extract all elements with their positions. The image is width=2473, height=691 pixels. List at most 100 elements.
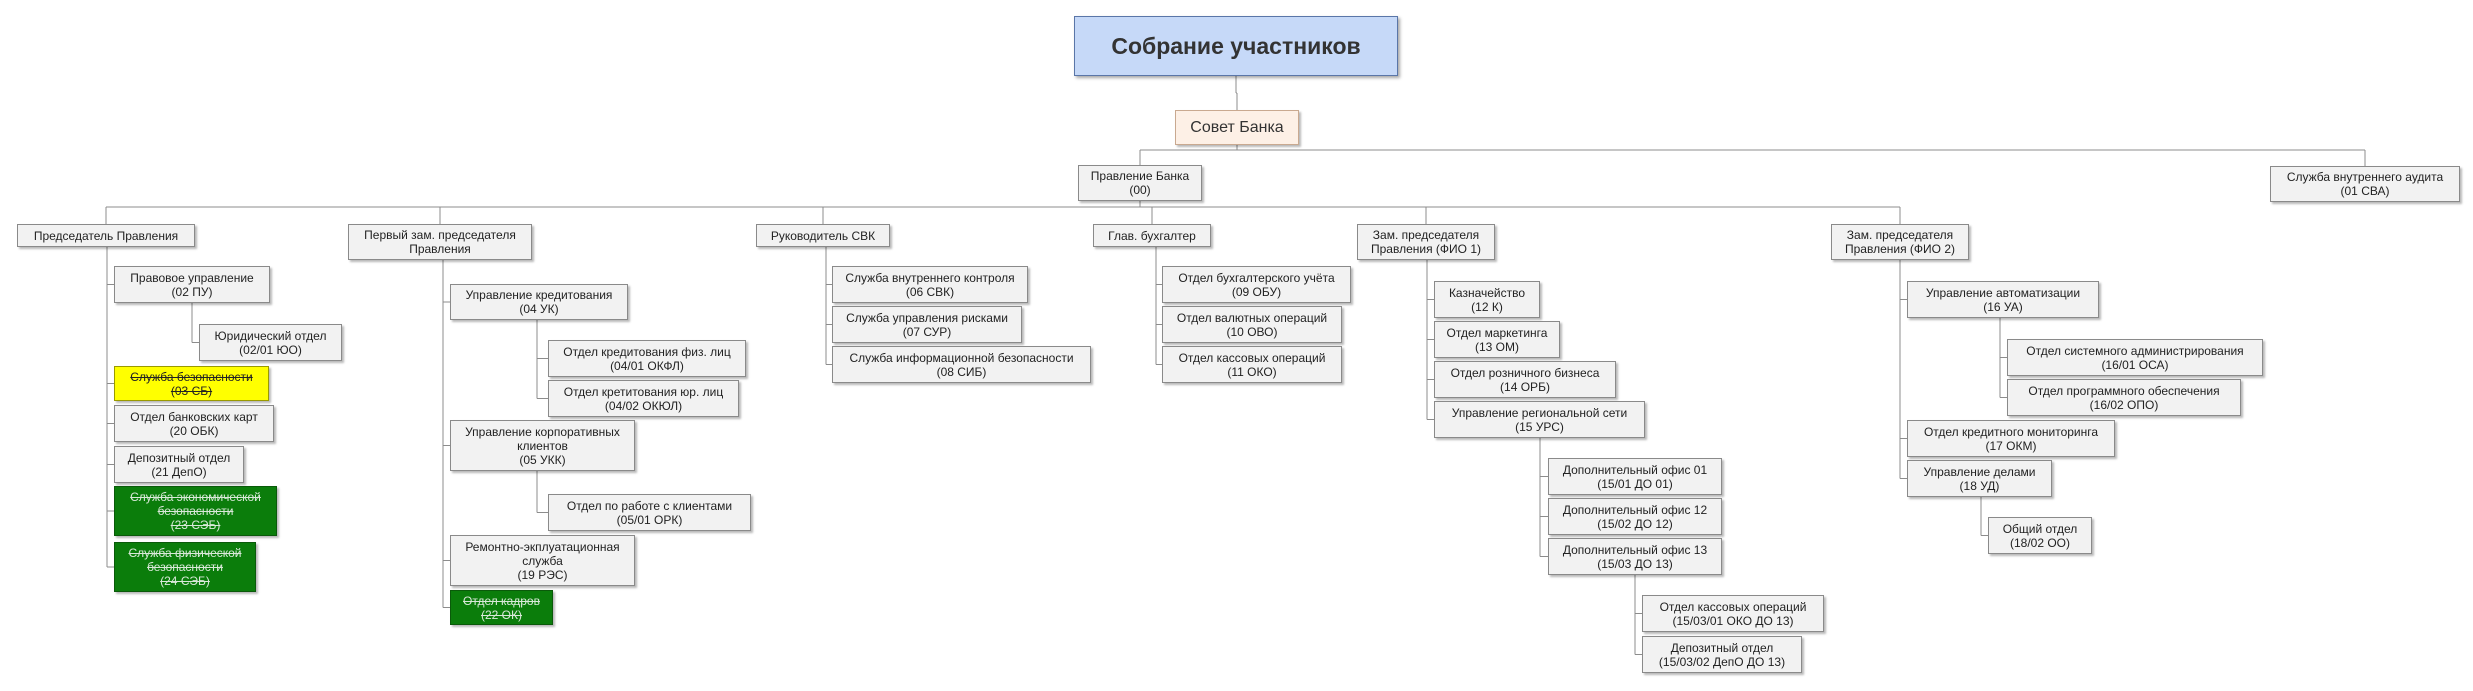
node-pravlenie[interactable]: Правление Банка(00): [1078, 165, 1202, 201]
node-13-om[interactable]: Отдел маркетинга(13 ОМ): [1434, 321, 1560, 358]
node-15-03-02-depo-line-2: (15/03/02 ДепО ДО 13): [1658, 654, 1786, 669]
node-04-01-okfl-line-1: Отдел кредитования физ. лиц: [563, 344, 731, 359]
node-15-01-do-01-line-1: Дополнительный офис 01: [1562, 462, 1708, 477]
node-17-okm-line-2: (17 ОКМ): [1985, 438, 2037, 453]
node-11-oko-line-2: (11 ОКО): [1227, 364, 1277, 379]
node-16-ua-line-2: (16 УА): [1983, 299, 2023, 314]
node-04-uk-line-2: (04 УК): [519, 302, 559, 316]
node-05-ukk[interactable]: Управление корпоративных клиентов(05 УКК…: [450, 420, 635, 471]
node-05-01-ork[interactable]: Отдел по работе с клиентами(05/01 ОРК): [548, 494, 751, 531]
node-18-ud[interactable]: Управление делами(18 УД): [1907, 460, 2052, 497]
node-15-03-01-oko-line-2: (15/03/01 ОКО ДО 13): [1672, 613, 1794, 628]
node-19-res-line-1: Ремонтно-экплуатационная служба: [465, 539, 620, 568]
node-05-01-ork-line-1: Отдел по работе с клиентами: [566, 498, 733, 513]
node-chief-accountant-line-1: Глав. бухгалтер: [1108, 228, 1196, 243]
node-08-sib-line-1: Служба информационной безопасности: [849, 350, 1074, 365]
node-21-depo[interactable]: Депозитный отдел(21 ДепО): [114, 446, 244, 483]
node-15-02-do-12-line-2: (15/02 ДО 12): [1597, 516, 1673, 531]
node-20-obk-line-1: Отдел банковских карт: [130, 409, 258, 424]
node-08-sib[interactable]: Служба информационной безопасности(08 СИ…: [832, 346, 1091, 383]
node-23-seb[interactable]: Служба экономической безопасности(23 СЭБ…: [114, 486, 277, 536]
node-audit[interactable]: Служба внутреннего аудита(01 СВА): [2270, 166, 2460, 202]
node-14-orb-line-2: (14 ОРБ): [1500, 379, 1550, 394]
node-audit-line-2: (01 СВА): [2340, 184, 2390, 198]
node-pravlenie-line-1: Правление Банка: [1090, 169, 1190, 183]
node-06-svk-line-2: (06 СВК): [905, 284, 955, 299]
node-17-okm[interactable]: Отдел кредитного мониторинга(17 ОКМ): [1907, 420, 2115, 457]
node-18-02-oo-line-1: Общий отдел: [2002, 521, 2078, 536]
node-15-02-do-12-line-1: Дополнительный офис 12: [1562, 502, 1708, 517]
node-15-03-02-depo[interactable]: Депозитный отдел(15/03/02 ДепО ДО 13): [1642, 636, 1802, 673]
node-19-res[interactable]: Ремонтно-экплуатационная служба(19 РЭС): [450, 535, 635, 586]
node-15-01-do-01[interactable]: Дополнительный офис 01(15/01 ДО 01): [1548, 458, 1722, 495]
node-15-03-01-oko[interactable]: Отдел кассовых операций(15/03/01 ОКО ДО …: [1642, 595, 1824, 632]
node-06-svk-line-1: Служба внутреннего контроля: [845, 270, 1015, 285]
node-24-seb-line-1: Служба физической безопасности: [128, 546, 242, 574]
node-05-ukk-line-1: Управление корпоративных клиентов: [465, 424, 620, 453]
node-11-oko[interactable]: Отдел кассовых операций(11 ОКО): [1162, 346, 1342, 383]
node-04-uk[interactable]: Управление кредитования(04 УК): [450, 284, 628, 320]
node-15-urs[interactable]: Управление региональной сети(15 УРС): [1434, 401, 1645, 438]
node-09-obu-line-2: (09 ОБУ): [1231, 284, 1282, 299]
node-16-01-osa[interactable]: Отдел системного администрирования(16/01…: [2007, 339, 2263, 376]
node-04-01-okfl[interactable]: Отдел кредитования физ. лиц(04/01 ОКФЛ): [548, 340, 746, 377]
node-chairman-line-1: Председатель Правления: [33, 228, 179, 243]
node-03-sb-line-2: (03 СБ): [170, 383, 213, 398]
node-root[interactable]: Собрание участников: [1074, 16, 1398, 76]
node-04-uk-line-1: Управление кредитования: [465, 288, 613, 302]
node-first-deputy-line-2: Правления: [409, 242, 471, 256]
node-16-ua-line-1: Управление автоматизации: [1925, 285, 2081, 300]
node-20-obk-line-2: (20 ОБК): [169, 423, 219, 438]
node-board-line-1: Совет Банка: [1190, 118, 1284, 136]
node-04-02-okul-line-2: (04/02 ОКЮЛ): [604, 398, 683, 413]
node-audit-line-1: Служба внутреннего аудита: [2286, 170, 2444, 184]
node-15-03-do-13[interactable]: Дополнительный офис 13(15/03 ДО 13): [1548, 538, 1722, 575]
node-07-sur[interactable]: Служба управления рисками(07 СУР): [832, 306, 1022, 343]
node-deputy-2-line-1: Зам. председателя: [1846, 228, 1954, 242]
node-18-02-oo[interactable]: Общий отдел(18/02 ОО): [1988, 517, 2092, 554]
node-16-02-opo[interactable]: Отдел программного обеспечения(16/02 ОПО…: [2007, 379, 2241, 416]
node-02-pu[interactable]: Правовое управление(02 ПУ): [114, 266, 270, 303]
node-07-sur-line-2: (07 СУР): [902, 324, 952, 339]
node-15-03-do-13-line-2: (15/03 ДО 13): [1597, 556, 1673, 571]
node-15-01-do-01-line-2: (15/01 ДО 01): [1597, 476, 1673, 491]
node-14-orb-line-1: Отдел розничного бизнеса: [1450, 365, 1600, 380]
node-18-ud-line-1: Управление делами: [1923, 464, 2036, 479]
node-board[interactable]: Совет Банка: [1175, 110, 1299, 145]
node-10-ovo[interactable]: Отдел валютных операций(10 ОВО): [1162, 306, 1342, 343]
node-chief-accountant[interactable]: Глав. бухгалтер: [1093, 224, 1211, 247]
node-16-ua[interactable]: Управление автоматизации(16 УА): [1907, 281, 2099, 318]
node-09-obu[interactable]: Отдел бухгалтерского учёта(09 ОБУ): [1162, 266, 1351, 303]
node-deputy-1-line-2: Правления (ФИО 1): [1371, 242, 1481, 256]
node-02-01-uo[interactable]: Юридический отдел(02/01 ЮО): [199, 324, 342, 361]
node-10-ovo-line-1: Отдел валютных операций: [1176, 310, 1328, 325]
node-svk-head[interactable]: Руководитель СВК: [756, 224, 890, 247]
node-02-01-uo-line-1: Юридический отдел: [214, 328, 327, 343]
node-05-01-ork-line-2: (05/01 ОРК): [616, 512, 683, 527]
node-03-sb[interactable]: Служба безопасности(03 СБ): [114, 366, 269, 401]
node-06-svk[interactable]: Служба внутреннего контроля(06 СВК): [832, 266, 1028, 303]
node-15-urs-line-1: Управление региональной сети: [1451, 405, 1628, 420]
node-22-ok[interactable]: Отдел кадров(22 ОК): [450, 590, 553, 625]
node-23-seb-line-1: Служба экономической безопасности: [130, 490, 261, 518]
node-12-k[interactable]: Казначейство(12 К): [1434, 281, 1540, 318]
node-chairman[interactable]: Председатель Правления: [17, 224, 195, 247]
node-14-orb[interactable]: Отдел розничного бизнеса(14 ОРБ): [1434, 361, 1616, 398]
node-19-res-line-2: (19 РЭС): [517, 567, 568, 582]
node-21-depo-line-1: Депозитный отдел: [127, 450, 231, 465]
node-16-02-opo-line-2: (16/02 ОПО): [2089, 397, 2159, 412]
node-04-01-okfl-line-2: (04/01 ОКФЛ): [610, 358, 684, 373]
node-20-obk[interactable]: Отдел банковских карт(20 ОБК): [114, 405, 274, 442]
node-04-02-okul[interactable]: Отдел кретитования юр. лиц(04/02 ОКЮЛ): [548, 380, 739, 417]
node-15-02-do-12[interactable]: Дополнительный офис 12(15/02 ДО 12): [1548, 498, 1722, 535]
node-09-obu-line-1: Отдел бухгалтерского учёта: [1178, 270, 1335, 285]
node-24-seb[interactable]: Служба физической безопасности(24 СЭБ): [114, 542, 256, 592]
node-root-line-1: Собрание участников: [1111, 33, 1361, 59]
node-15-urs-line-2: (15 УРС): [1515, 419, 1564, 434]
node-02-pu-line-1: Правовое управление: [130, 270, 254, 285]
node-05-ukk-line-2: (05 УКК): [519, 452, 566, 467]
